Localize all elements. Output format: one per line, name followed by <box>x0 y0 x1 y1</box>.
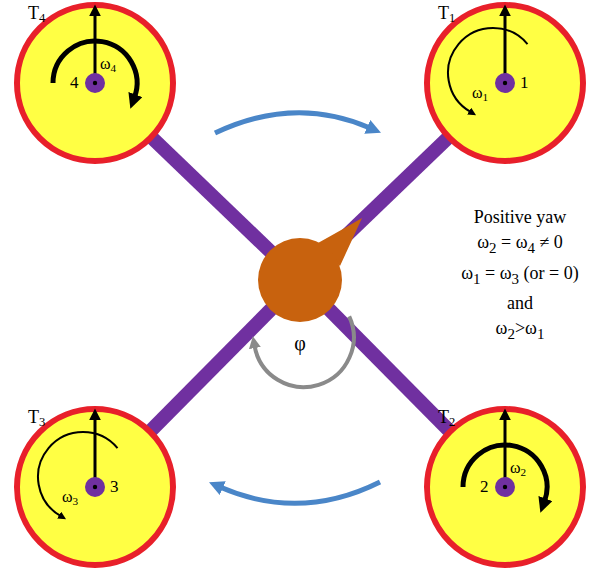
yaw-angle-arc <box>255 316 354 387</box>
yaw-condition: and <box>440 291 600 316</box>
rotor-circle <box>427 5 583 161</box>
rotor-axis <box>503 485 507 489</box>
rotor-hub <box>495 73 515 93</box>
thrust-arrow <box>504 14 507 78</box>
rotor-disc: T4 ω4 4 <box>10 0 180 168</box>
spin-label: ω4 <box>100 55 116 73</box>
rotor-outline <box>10 0 180 168</box>
rotor-hub <box>85 73 105 93</box>
rotor-disc: T1 ω1 1 <box>420 0 590 168</box>
frame-arms <box>95 83 505 487</box>
rotor-circle <box>427 409 583 565</box>
thrust-arrow <box>94 418 97 482</box>
thrust-label: T3 <box>28 408 45 428</box>
yaw-heading: Positive yaw <box>440 205 600 230</box>
spin-label: ω2 <box>510 459 526 477</box>
yaw-condition: ω1 = ω3 (or = 0) <box>440 261 600 292</box>
thrust-label: T4 <box>28 4 45 24</box>
rotor-outline <box>10 402 180 572</box>
rotor-hub <box>495 477 515 497</box>
rotor-number: 1 <box>520 74 529 93</box>
rotor-axis <box>93 485 97 489</box>
rotor-axis <box>503 81 507 85</box>
thrust-label: T2 <box>438 408 455 428</box>
yaw-direction-arrow <box>220 482 380 503</box>
thrust-arrow <box>504 418 507 482</box>
yaw-condition: ω2 = ω4 ≠ 0 <box>440 230 600 261</box>
rotor-disc: T2 ω2 2 <box>420 402 590 572</box>
yaw-direction-arrow <box>215 113 370 133</box>
rotor-outline <box>420 0 590 168</box>
spin-arrow <box>38 432 117 516</box>
rotor-hub <box>85 477 105 497</box>
rotor-axis <box>93 81 97 85</box>
rotor-number: 2 <box>480 478 489 497</box>
yaw-condition-text: Positive yawω2 = ω4 ≠ 0ω1 = ω3 (or = 0)a… <box>440 205 600 347</box>
yaw-condition: ω2>ω1 <box>440 316 600 347</box>
spin-label: ω1 <box>472 84 488 102</box>
yaw-angle-label: φ <box>294 332 306 355</box>
rotor-number: 4 <box>70 74 79 93</box>
spin-label: ω3 <box>62 488 78 506</box>
spin-arrow <box>448 28 527 112</box>
thrust-arrow <box>94 14 97 78</box>
rotor-disc: T3 ω3 3 <box>10 402 180 572</box>
rotor-outline <box>420 402 590 572</box>
body-center <box>258 238 342 322</box>
thrust-label: T1 <box>438 4 455 24</box>
rotor-circle <box>17 5 173 161</box>
rotor-number: 3 <box>110 478 119 497</box>
rotor-circle <box>17 409 173 565</box>
